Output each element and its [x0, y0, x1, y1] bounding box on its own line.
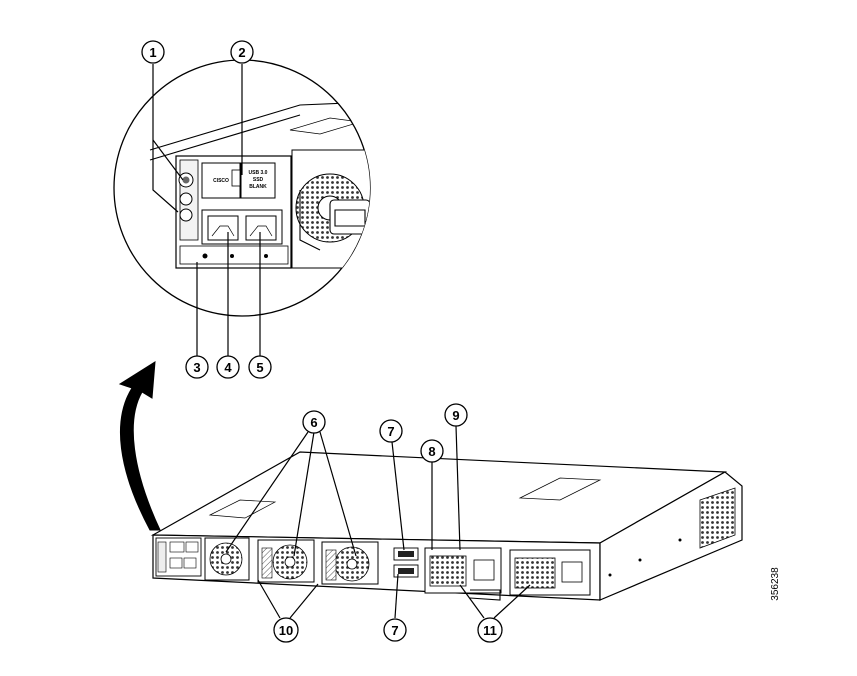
- fan-module-1: [204, 537, 250, 581]
- callout-6: 6: [302, 410, 326, 434]
- svg-text:1: 1: [149, 45, 156, 60]
- stack-ports: [393, 547, 419, 578]
- fan-module-3: [321, 541, 379, 585]
- callout-1: 1: [141, 40, 165, 64]
- power-supply-1: [424, 547, 502, 601]
- zoom-indicator-arrow: [118, 361, 161, 531]
- callout-8: 8: [420, 439, 444, 463]
- svg-text:10: 10: [279, 623, 293, 638]
- callout-7-top: 7: [379, 419, 403, 443]
- svg-text:7: 7: [387, 424, 394, 439]
- figure-id: 356238: [770, 567, 781, 601]
- svg-text:6: 6: [310, 415, 317, 430]
- usb-label-line3: BLANK: [249, 184, 267, 190]
- magnified-detail-view: CISCO USB 3.0 SSD BLANK: [113, 59, 371, 317]
- callout-11: 11: [477, 617, 503, 643]
- callout-9: 9: [444, 403, 468, 427]
- fan-module-2: [257, 539, 315, 583]
- management-port: [207, 215, 239, 241]
- svg-text:4: 4: [224, 360, 232, 375]
- svg-text:8: 8: [428, 444, 435, 459]
- console-port: [245, 215, 277, 241]
- callout-2: 2: [230, 40, 254, 64]
- callout-10: 10: [273, 617, 299, 643]
- svg-text:7: 7: [391, 623, 398, 638]
- usb-label-line2: SSD: [253, 177, 264, 183]
- svg-text:11: 11: [483, 623, 497, 638]
- usb-label-line1: USB 3.0: [249, 170, 268, 176]
- switch-chassis: [150, 451, 743, 601]
- leader-lines: [152, 64, 531, 619]
- power-supply-2: [509, 549, 591, 596]
- svg-text:5: 5: [256, 360, 263, 375]
- callout-4: 4: [216, 355, 240, 379]
- svg-text:2: 2: [238, 45, 245, 60]
- svg-text:3: 3: [193, 360, 200, 375]
- callout-3: 3: [185, 355, 209, 379]
- callout-5: 5: [248, 355, 272, 379]
- cisco-logo-text: CISCO: [213, 178, 229, 184]
- svg-text:9: 9: [452, 408, 459, 423]
- callout-7-bottom: 7: [383, 618, 407, 642]
